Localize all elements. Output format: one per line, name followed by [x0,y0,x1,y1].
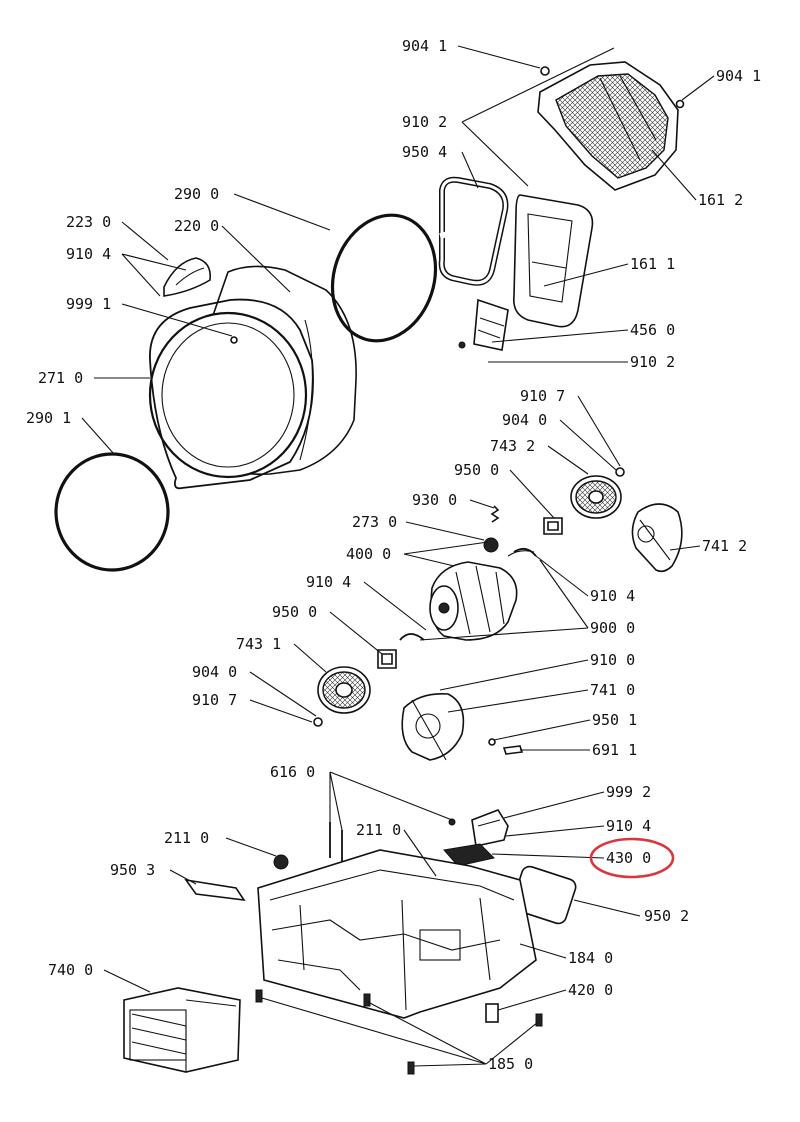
part-743-1-fan [317,666,371,714]
part-743-2-fan [570,475,622,519]
label-740-0: 740 0 [48,961,93,979]
label-910-7: 910 7 [520,387,565,405]
part-labels: 904 1 904 1 910 2 950 4 161 2 290 0 220 … [26,37,761,1073]
label-904-1: 904 1 [402,37,447,55]
label-184-0: 184 0 [568,949,613,967]
label-950-0: 950 0 [454,461,499,479]
label-930-0: 930 0 [412,491,457,509]
label-691-1: 691 1 [592,741,637,759]
part-273-0-pulley [483,537,499,553]
label-743-1: 743 1 [236,635,281,653]
label-950-1: 950 1 [592,711,637,729]
label-456-0: 456 0 [630,321,675,339]
part-456-0-bracket [458,298,509,351]
label-910-2: 910 2 [402,113,447,131]
part-161-2-filter-housing [537,61,685,191]
highlight-ellipse-430-0 [589,837,675,879]
part-930-0-spring [490,505,500,523]
part-220-0-drum [148,265,357,479]
part-290-1-ring [54,452,170,572]
label-211-0: 211 0 [164,829,209,847]
part-950-0-clip-top [543,517,563,535]
label-400-0: 400 0 [346,545,391,563]
label-430-0: 430 0 [606,849,651,867]
label-910-2: 910 2 [630,353,675,371]
part-290-0-ring [330,213,438,343]
label-290-1: 290 1 [26,409,71,427]
label-273-0: 273 0 [352,513,397,531]
parts-layer [54,61,685,1075]
part-211-0-roller-left [273,854,289,870]
label-904-0: 904 0 [502,411,547,429]
part-184-0-base [257,849,537,1019]
label-223-0: 223 0 [66,213,111,231]
part-740-0-heater [123,987,241,1073]
label-999-1: 999 1 [66,295,111,313]
label-910-4: 910 4 [590,587,635,605]
label-743-2: 743 2 [490,437,535,455]
label-741-0: 741 0 [590,681,635,699]
label-420-0: 420 0 [568,981,613,999]
part-430-0-module [443,809,509,867]
label-161-2: 161 2 [698,191,743,209]
part-950-4-gasket [438,176,509,286]
label-950-4: 950 4 [402,143,447,161]
part-271-0-front-band [149,298,314,490]
label-616-0: 616 0 [270,763,315,781]
label-904-1: 904 1 [716,67,761,85]
part-420-0-foot [485,1003,499,1023]
label-211-0: 211 0 [356,821,401,839]
part-161-1-filter [512,194,594,328]
label-999-2: 999 2 [606,783,651,801]
leader-lines [81,45,715,1067]
part-400-0-motor [429,550,535,641]
label-290-0: 290 0 [174,185,219,203]
part-616-0-screws [329,822,343,866]
part-950-3-strip [184,878,246,902]
part-741-0-fan-housing [401,692,465,761]
label-904-0: 904 0 [192,663,237,681]
label-185-0: 185 0 [488,1055,533,1073]
label-950-3: 950 3 [110,861,155,879]
label-950-0: 950 0 [272,603,317,621]
part-741-2-fan-housing [631,503,683,573]
part-223-0-cover [163,257,212,297]
part-691-1-sensor [488,738,524,755]
label-220-0: 220 0 [174,217,219,235]
label-950-2: 950 2 [644,907,689,925]
label-910-4: 910 4 [606,817,651,835]
label-910-7: 910 7 [192,691,237,709]
part-904-0-nut-lower [313,717,323,727]
label-910-4: 910 4 [66,245,111,263]
part-185-0-screws [255,989,543,1075]
label-741-2: 741 2 [702,537,747,555]
label-910-0: 910 0 [590,651,635,669]
label-161-1: 161 1 [630,255,675,273]
part-904-0-nut-top [615,467,625,477]
label-271-0: 271 0 [38,369,83,387]
label-910-4: 910 4 [306,573,351,591]
label-900-0: 900 0 [590,619,635,637]
part-950-0-clip-lower [377,649,397,669]
part-900-0-clip [399,547,537,641]
